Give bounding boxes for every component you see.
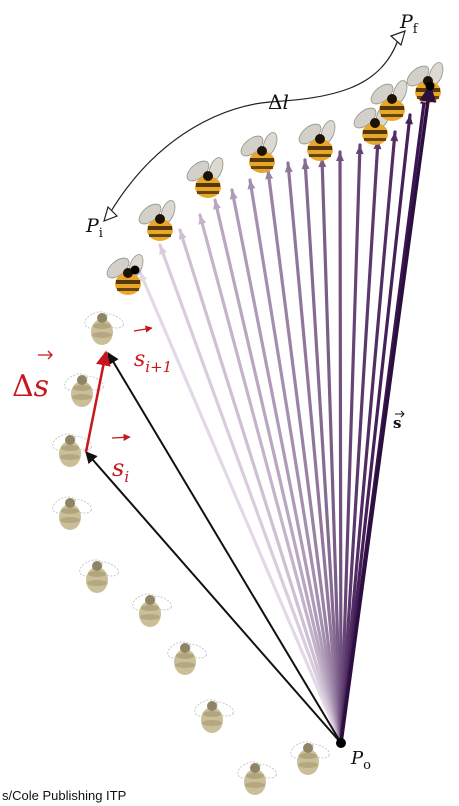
path-length-arc — [109, 39, 399, 214]
bee-icon — [135, 198, 179, 242]
open-arrowhead-icon — [103, 205, 119, 222]
bee-icon — [237, 130, 281, 174]
fan-arrowhead-icon — [265, 170, 274, 180]
bee-icon — [287, 738, 332, 776]
fan-vector — [198, 213, 343, 745]
tangent-arrow-s-i — [111, 433, 131, 441]
fan-vector — [320, 156, 343, 745]
point-marker-icon — [130, 265, 140, 275]
fan-arrowhead-icon — [229, 190, 238, 200]
vector-overbar-icon — [395, 410, 405, 418]
fan-arrowhead-icon — [139, 272, 148, 282]
bee-icon — [81, 308, 126, 346]
fan-vector — [138, 270, 343, 745]
tangent-arrow-s-next — [133, 325, 153, 333]
fan-arrowhead-icon — [405, 115, 413, 125]
label-delta-s: Δs — [12, 369, 49, 404]
label-p-final: Pf — [399, 11, 419, 37]
fan-arrowhead-icon — [247, 180, 256, 190]
point-marker-icon — [425, 81, 435, 91]
vector-overbar-icon — [38, 350, 53, 360]
fan-vector — [303, 158, 343, 745]
bee-icon — [76, 556, 121, 594]
bee-icon — [164, 638, 209, 676]
publisher-credit: s/Cole Publishing ITP — [2, 788, 126, 803]
fan-arrowhead-icon — [159, 245, 167, 255]
label-s-i: si — [112, 454, 129, 486]
fan-vector — [213, 198, 343, 745]
fan-vector — [339, 113, 412, 745]
label-displacement-s: s — [393, 414, 401, 432]
label-path-length: Δl — [268, 90, 289, 114]
fan-vector — [339, 138, 380, 745]
fan-arrowhead-icon — [178, 230, 187, 240]
fan-vector — [339, 130, 397, 745]
bee-icon — [49, 493, 94, 531]
fan-arrowhead-icon — [390, 132, 399, 142]
fan-vector — [339, 143, 362, 745]
bee-icon — [183, 155, 227, 199]
point-marker-icon — [336, 738, 346, 748]
bee-icon — [295, 118, 339, 162]
bee-icon — [234, 758, 279, 796]
vector-s-i-plus-1 — [107, 351, 342, 744]
fan-arrowhead-icon — [301, 160, 310, 170]
fan-arrowhead-icon — [284, 163, 293, 173]
label-p-initial: Pi — [85, 215, 103, 241]
label-s-next: si+1 — [134, 347, 172, 376]
fan-arrowhead-icon — [213, 200, 221, 210]
displacement-vector-s — [339, 84, 437, 744]
fan-vector — [338, 150, 343, 745]
bee-icon — [191, 696, 236, 734]
open-arrowhead-icon — [389, 30, 406, 47]
fan-arrowhead-icon — [336, 152, 345, 162]
fan-vector — [158, 243, 343, 745]
bee-icon — [129, 590, 174, 628]
fan-arrowhead-icon — [318, 158, 327, 168]
fan-vector — [230, 188, 343, 745]
bee-icon — [403, 60, 447, 104]
fan-vector — [286, 161, 343, 745]
fan-arrowhead-icon — [198, 215, 207, 225]
fan-vector — [266, 168, 343, 745]
vector-s-i — [85, 451, 342, 744]
delta-s-vector — [84, 350, 111, 453]
fan-vector — [248, 178, 343, 745]
fan-arrowhead-icon — [355, 145, 364, 155]
fan-vector — [178, 228, 343, 745]
displacement-fan — [138, 93, 428, 745]
label-p-origin: Po — [350, 748, 371, 773]
